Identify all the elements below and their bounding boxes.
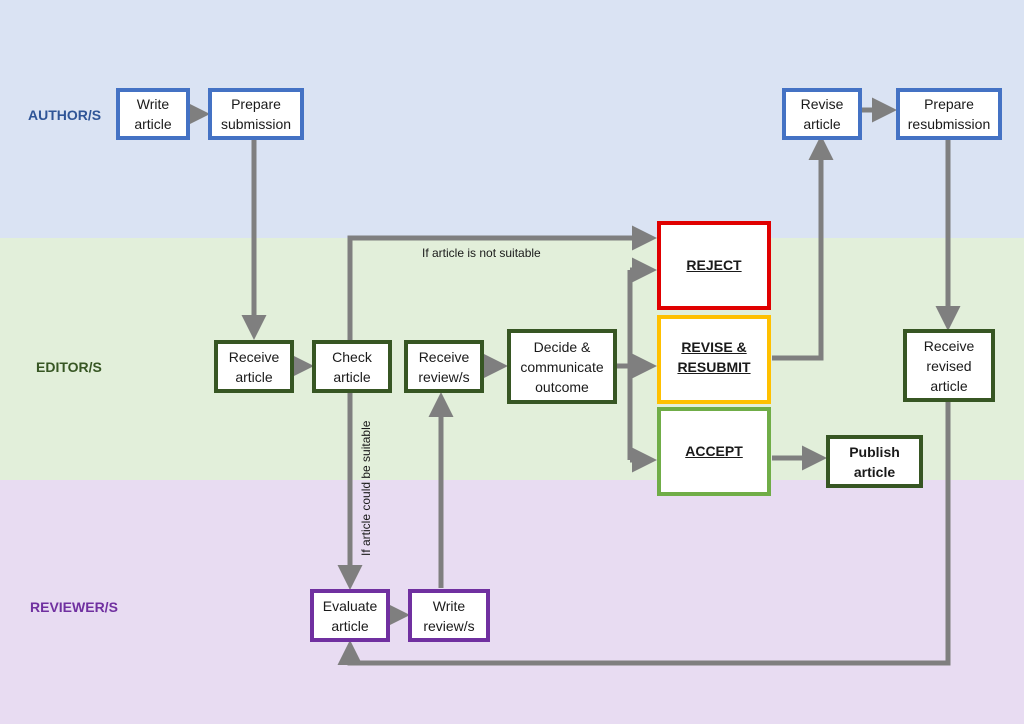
check-article-box: Check article	[312, 340, 392, 393]
arrow-check-to-reject	[347, 225, 657, 340]
arrow-revise-resubmit-to-revise-article	[772, 135, 834, 361]
not-suitable-annotation: If article is not suitable	[422, 246, 541, 260]
revise-resubmit-box: REVISE & RESUBMIT	[657, 315, 771, 404]
receive-reviews-box: Receive review/s	[404, 340, 484, 393]
publish-article-box: Publish article	[826, 435, 923, 488]
write-article-box: Write article	[116, 88, 190, 140]
evaluate-article-box: Evaluate article	[310, 589, 390, 642]
could-be-suitable-annotation: If article could be suitable	[359, 420, 373, 556]
reject-box: REJECT	[657, 221, 771, 310]
revise-article-box: Revise article	[782, 88, 862, 140]
editor-lane-label: EDITOR/S	[36, 359, 102, 375]
author-lane-label: AUTHOR/S	[28, 107, 102, 123]
write-reviews-box: Write review/s	[408, 589, 490, 642]
arrow-receive-revised-to-evaluate	[337, 400, 951, 666]
prepare-resubmission-box: Prepare resubmission	[896, 88, 1002, 140]
decide-outcome-box: Decide & communicate outcome	[507, 329, 617, 404]
accept-box: ACCEPT	[657, 407, 771, 496]
receive-revised-article-box: Receive revised article	[903, 329, 995, 402]
reviewer-lane-label: REVIEWER/S	[30, 599, 118, 615]
receive-article-box: Receive article	[214, 340, 294, 393]
prepare-submission-box: Prepare submission	[208, 88, 304, 140]
reviewer-lane	[0, 480, 1024, 724]
